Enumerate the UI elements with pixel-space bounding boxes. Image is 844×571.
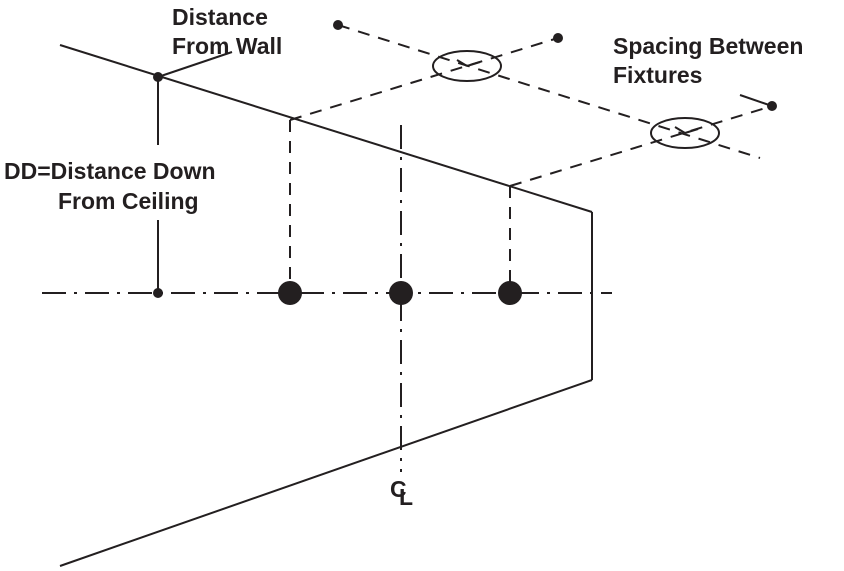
fixture-dot-1 <box>278 281 302 305</box>
ceiling-fixture-ellipse-2 <box>650 117 720 149</box>
ceiling-spacing-line <box>337 24 761 159</box>
ceiling-wall-edge-line <box>59 44 593 213</box>
fixture-dot-2 <box>389 281 413 305</box>
ceiling-projection-line-1 <box>289 37 559 121</box>
floor-wall-edge-line <box>59 379 593 567</box>
ceiling-fixture-mark-1 <box>456 59 468 67</box>
ceiling-fixture-mark-1b <box>466 61 481 67</box>
fixture-dot-3 <box>498 281 522 305</box>
ceiling-fixture-mark-2b <box>684 128 699 134</box>
dd-distance-down-label-line2: From Ceiling <box>58 188 199 214</box>
distance-from-wall-endpoint <box>333 20 343 30</box>
dd-distance-down-label-line1: DD=Distance Down <box>4 158 216 184</box>
centerline-symbol-l: L <box>399 484 413 510</box>
distance-from-wall-label-line1: Distance <box>172 4 268 30</box>
ceiling-fixture-ellipse-1 <box>432 50 502 82</box>
ceiling-fixture-mark-2 <box>674 126 686 134</box>
distance-from-wall-leader <box>157 51 233 78</box>
spacing-endpoint-lower <box>767 101 777 111</box>
spacing-between-fixtures-label-line1: Spacing Between <box>613 33 803 59</box>
ceiling-projection-line-2 <box>509 105 773 187</box>
spacing-between-fixtures-label-line2: Fixtures <box>613 62 702 88</box>
spacing-endpoint-upper <box>553 33 563 43</box>
spacing-leader <box>739 94 773 107</box>
wall-distance-point <box>153 72 163 82</box>
dd-measure-point <box>153 288 163 298</box>
distance-from-wall-label-line2: From Wall <box>172 33 282 59</box>
centerline-symbol-c: C <box>390 476 407 502</box>
